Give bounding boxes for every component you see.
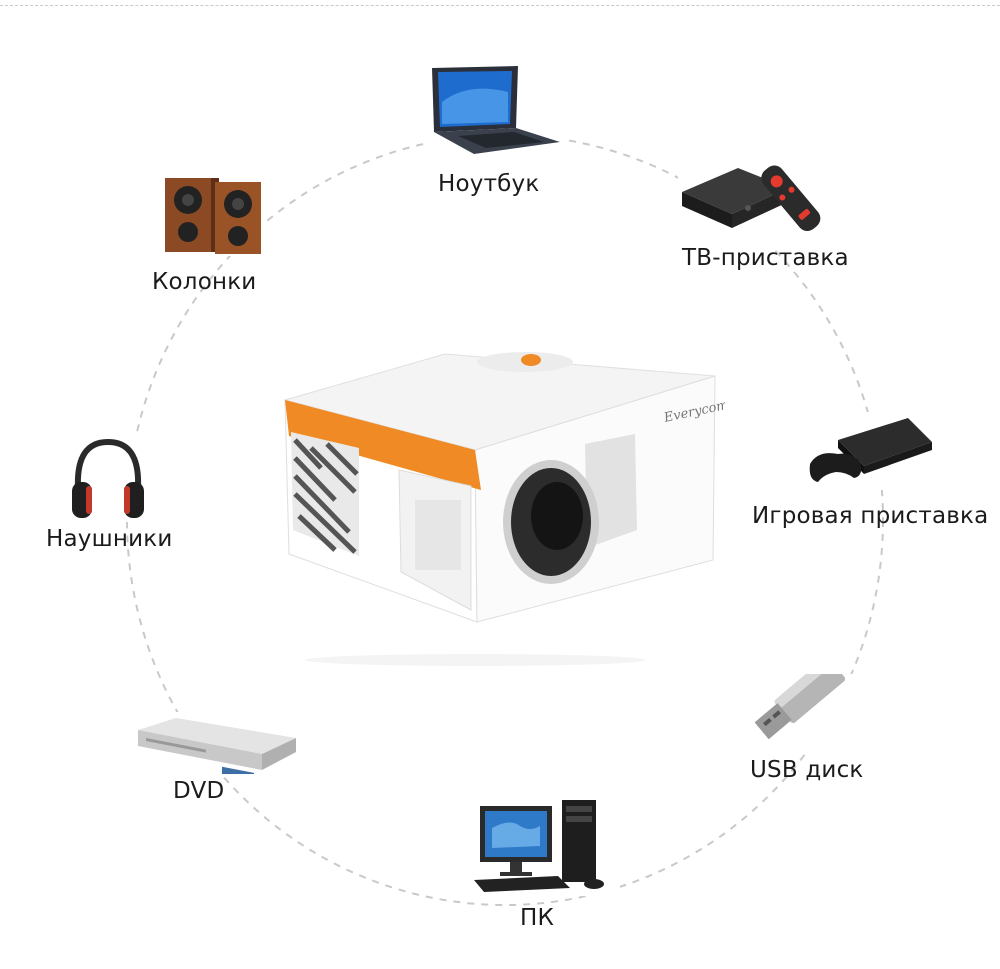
device-usb-drive [754, 657, 855, 754]
laptop-icon [432, 66, 560, 154]
label-tv-box: ТВ-приставка [682, 245, 849, 271]
dvd-player-icon [138, 718, 296, 781]
label-headphones: Наушники [46, 526, 173, 552]
projector: Everycom [265, 340, 730, 674]
top-dashed-border [0, 5, 1000, 6]
tv-box-icon [682, 165, 821, 231]
label-usb-drive: USB диск [750, 757, 864, 783]
vent-grille [291, 432, 359, 556]
label-pc: ПК [520, 905, 555, 931]
device-headphones [70, 436, 146, 522]
desktop-pc-icon [474, 800, 604, 892]
game-console-icon [809, 418, 932, 482]
headphones-icon [72, 438, 144, 518]
device-dvd-player [136, 712, 298, 781]
label-laptop: Ноутбук [438, 171, 540, 197]
device-game-console [808, 412, 938, 490]
device-tv-box [678, 158, 838, 248]
label-speakers: Колонки [152, 269, 257, 295]
label-dvd: DVD [173, 778, 225, 804]
device-laptop [428, 62, 568, 162]
projector-icon: Everycom [283, 352, 730, 666]
speakers-icon [165, 178, 261, 254]
label-game-console: Игровая приставка [752, 503, 989, 529]
device-desktop-pc [470, 796, 620, 896]
usb-drive-icon [754, 657, 846, 740]
device-speakers [163, 176, 267, 256]
